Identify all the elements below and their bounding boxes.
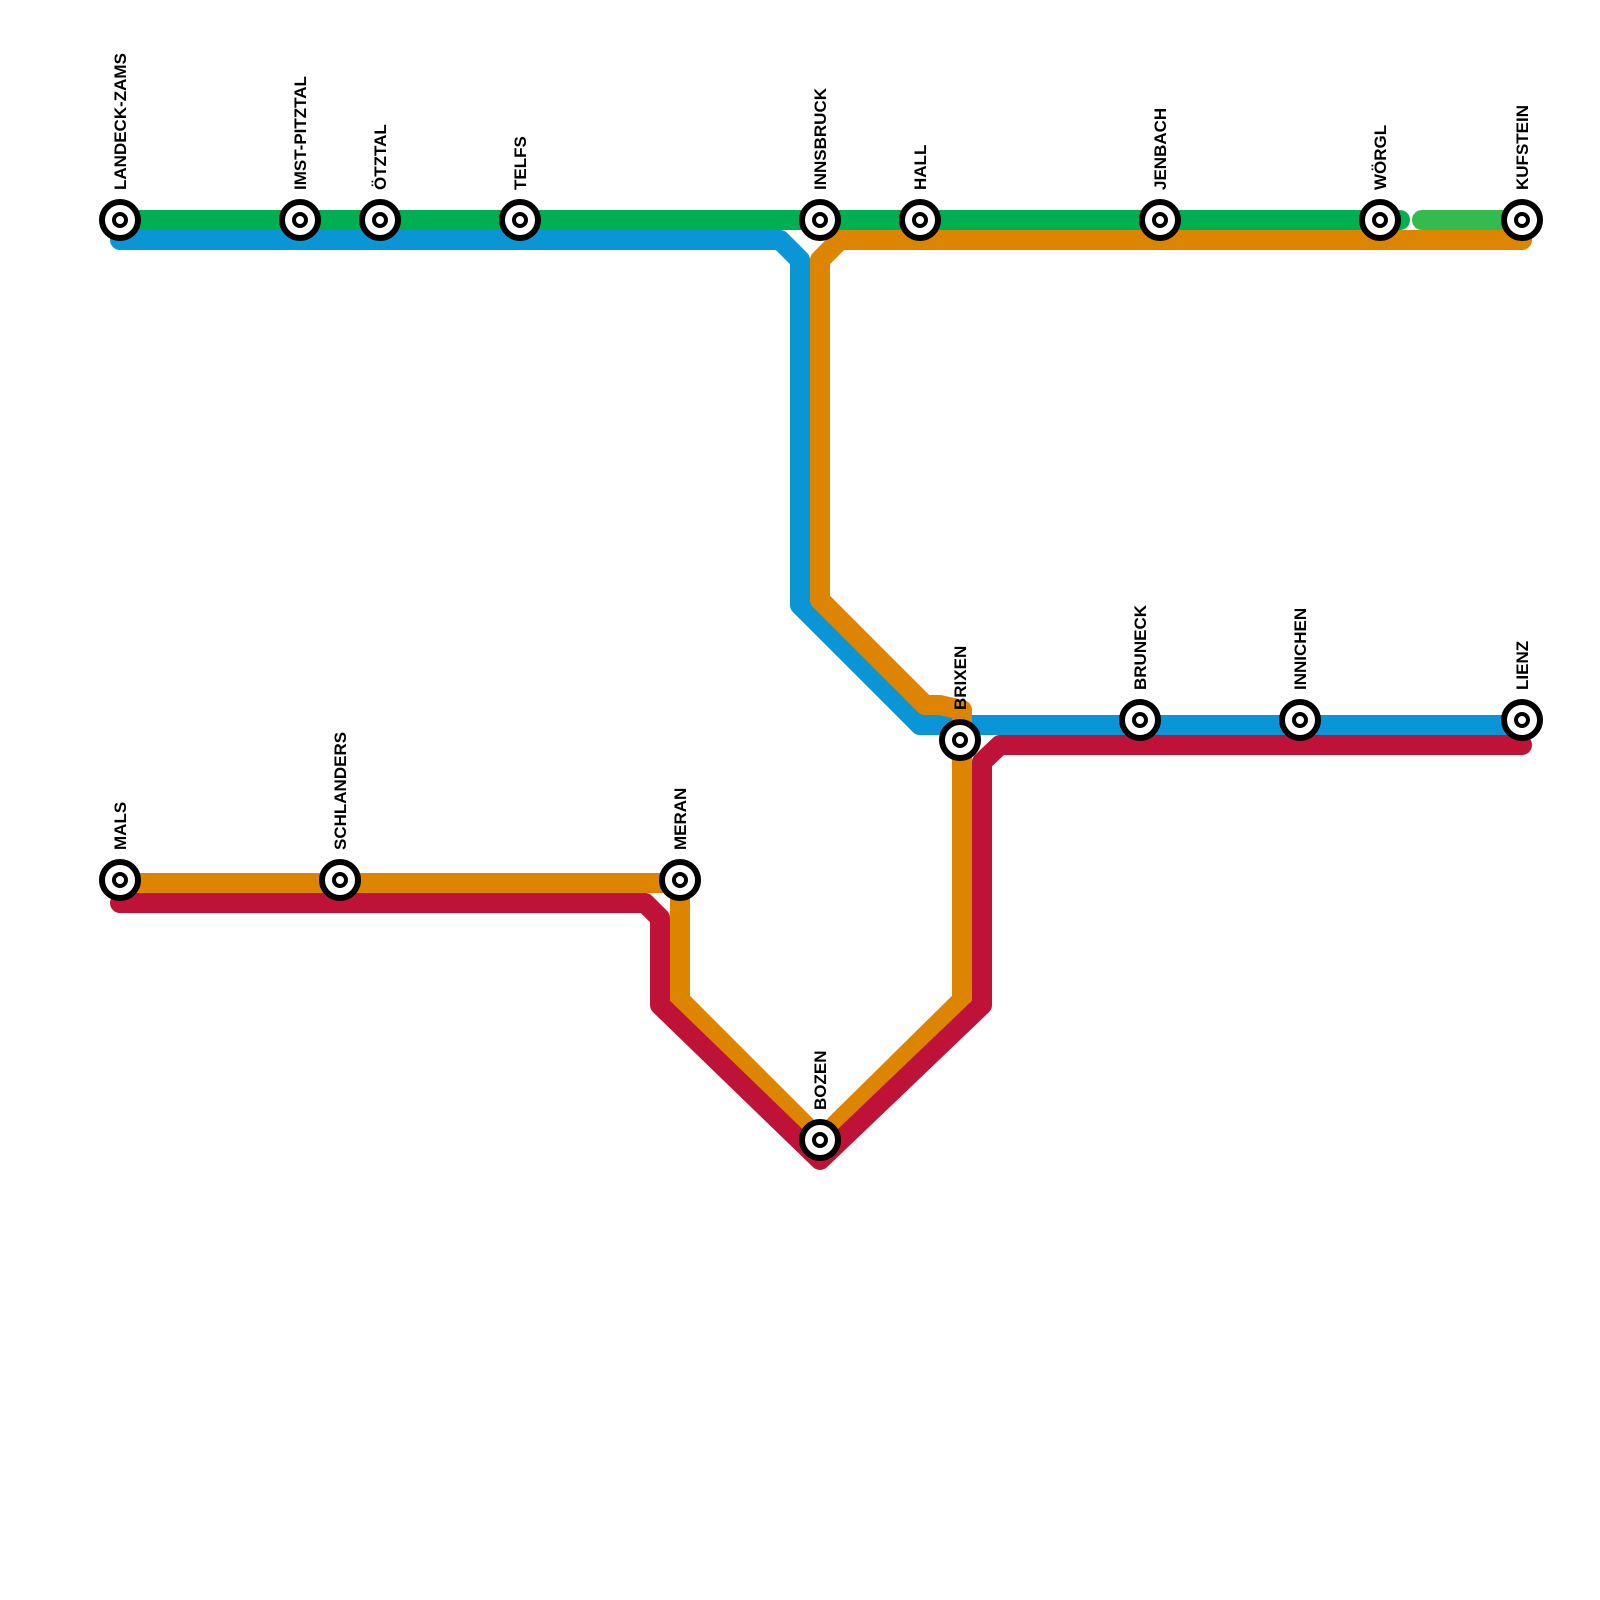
station-label: INNSBRUCK	[811, 87, 830, 190]
station-label: IMST-PITZTAL	[291, 76, 310, 190]
line-orange	[110, 230, 1532, 1150]
station-marker-inner	[372, 212, 388, 228]
station-marker-inner	[1514, 712, 1530, 728]
station-mals[interactable]: MALS	[99, 802, 141, 901]
station-label: ÖTZTAL	[371, 124, 390, 190]
station-marker-inner	[1372, 212, 1388, 228]
station-marker-inner	[1152, 212, 1168, 228]
station-label: HALL	[911, 145, 930, 190]
station-marker-inner	[332, 872, 348, 888]
station-label: BRUNECK	[1131, 604, 1150, 690]
station-bozen[interactable]: BOZEN	[799, 1051, 841, 1161]
station-label: INNICHEN	[1291, 608, 1310, 690]
station-marker-inner	[1132, 712, 1148, 728]
route-lines	[110, 210, 1532, 1170]
station-marker-inner	[112, 872, 128, 888]
station-innsbruck[interactable]: INNSBRUCK	[799, 87, 841, 241]
station-label: LIENZ	[1513, 641, 1532, 690]
station-label: JENBACH	[1151, 108, 1170, 190]
station-label: MERAN	[671, 788, 690, 850]
station-marker-inner	[952, 732, 968, 748]
stations: LANDECK-ZAMS IMST-PITZTAL ÖTZTAL TELFS I…	[99, 53, 1543, 1161]
station-meran[interactable]: MERAN	[659, 788, 701, 901]
station-marker-inner	[672, 872, 688, 888]
station-hall[interactable]: HALL	[899, 145, 941, 241]
station-oetztal[interactable]: ÖTZTAL	[359, 124, 401, 241]
station-marker-inner	[292, 212, 308, 228]
station-schlanders[interactable]: SCHLANDERS	[319, 732, 361, 901]
station-marker-inner	[1292, 712, 1308, 728]
station-lienz[interactable]: LIENZ	[1501, 641, 1543, 741]
station-label: SCHLANDERS	[331, 732, 350, 850]
station-marker-inner	[1514, 212, 1530, 228]
station-imst[interactable]: IMST-PITZTAL	[279, 76, 321, 241]
station-label: MALS	[111, 802, 130, 850]
station-jenbach[interactable]: JENBACH	[1139, 108, 1181, 241]
station-woergl[interactable]: WÖRGL	[1359, 125, 1401, 241]
station-label: BRIXEN	[951, 646, 970, 710]
station-marker-inner	[812, 212, 828, 228]
station-innichen[interactable]: INNICHEN	[1279, 608, 1321, 741]
station-label: LANDECK-ZAMS	[111, 53, 130, 190]
station-marker-inner	[912, 212, 928, 228]
station-label: KUFSTEIN	[1513, 105, 1532, 190]
station-brixen[interactable]: BRIXEN	[939, 646, 981, 761]
station-label: TELFS	[511, 136, 530, 190]
station-kufstein[interactable]: KUFSTEIN	[1501, 105, 1543, 241]
station-bruneck[interactable]: BRUNECK	[1119, 604, 1161, 741]
station-marker-inner	[112, 212, 128, 228]
station-telfs[interactable]: TELFS	[499, 136, 541, 241]
station-landeck[interactable]: LANDECK-ZAMS	[99, 53, 141, 241]
station-label: WÖRGL	[1371, 125, 1390, 190]
station-marker-inner	[812, 1132, 828, 1148]
station-label: BOZEN	[811, 1051, 830, 1111]
station-marker-inner	[512, 212, 528, 228]
